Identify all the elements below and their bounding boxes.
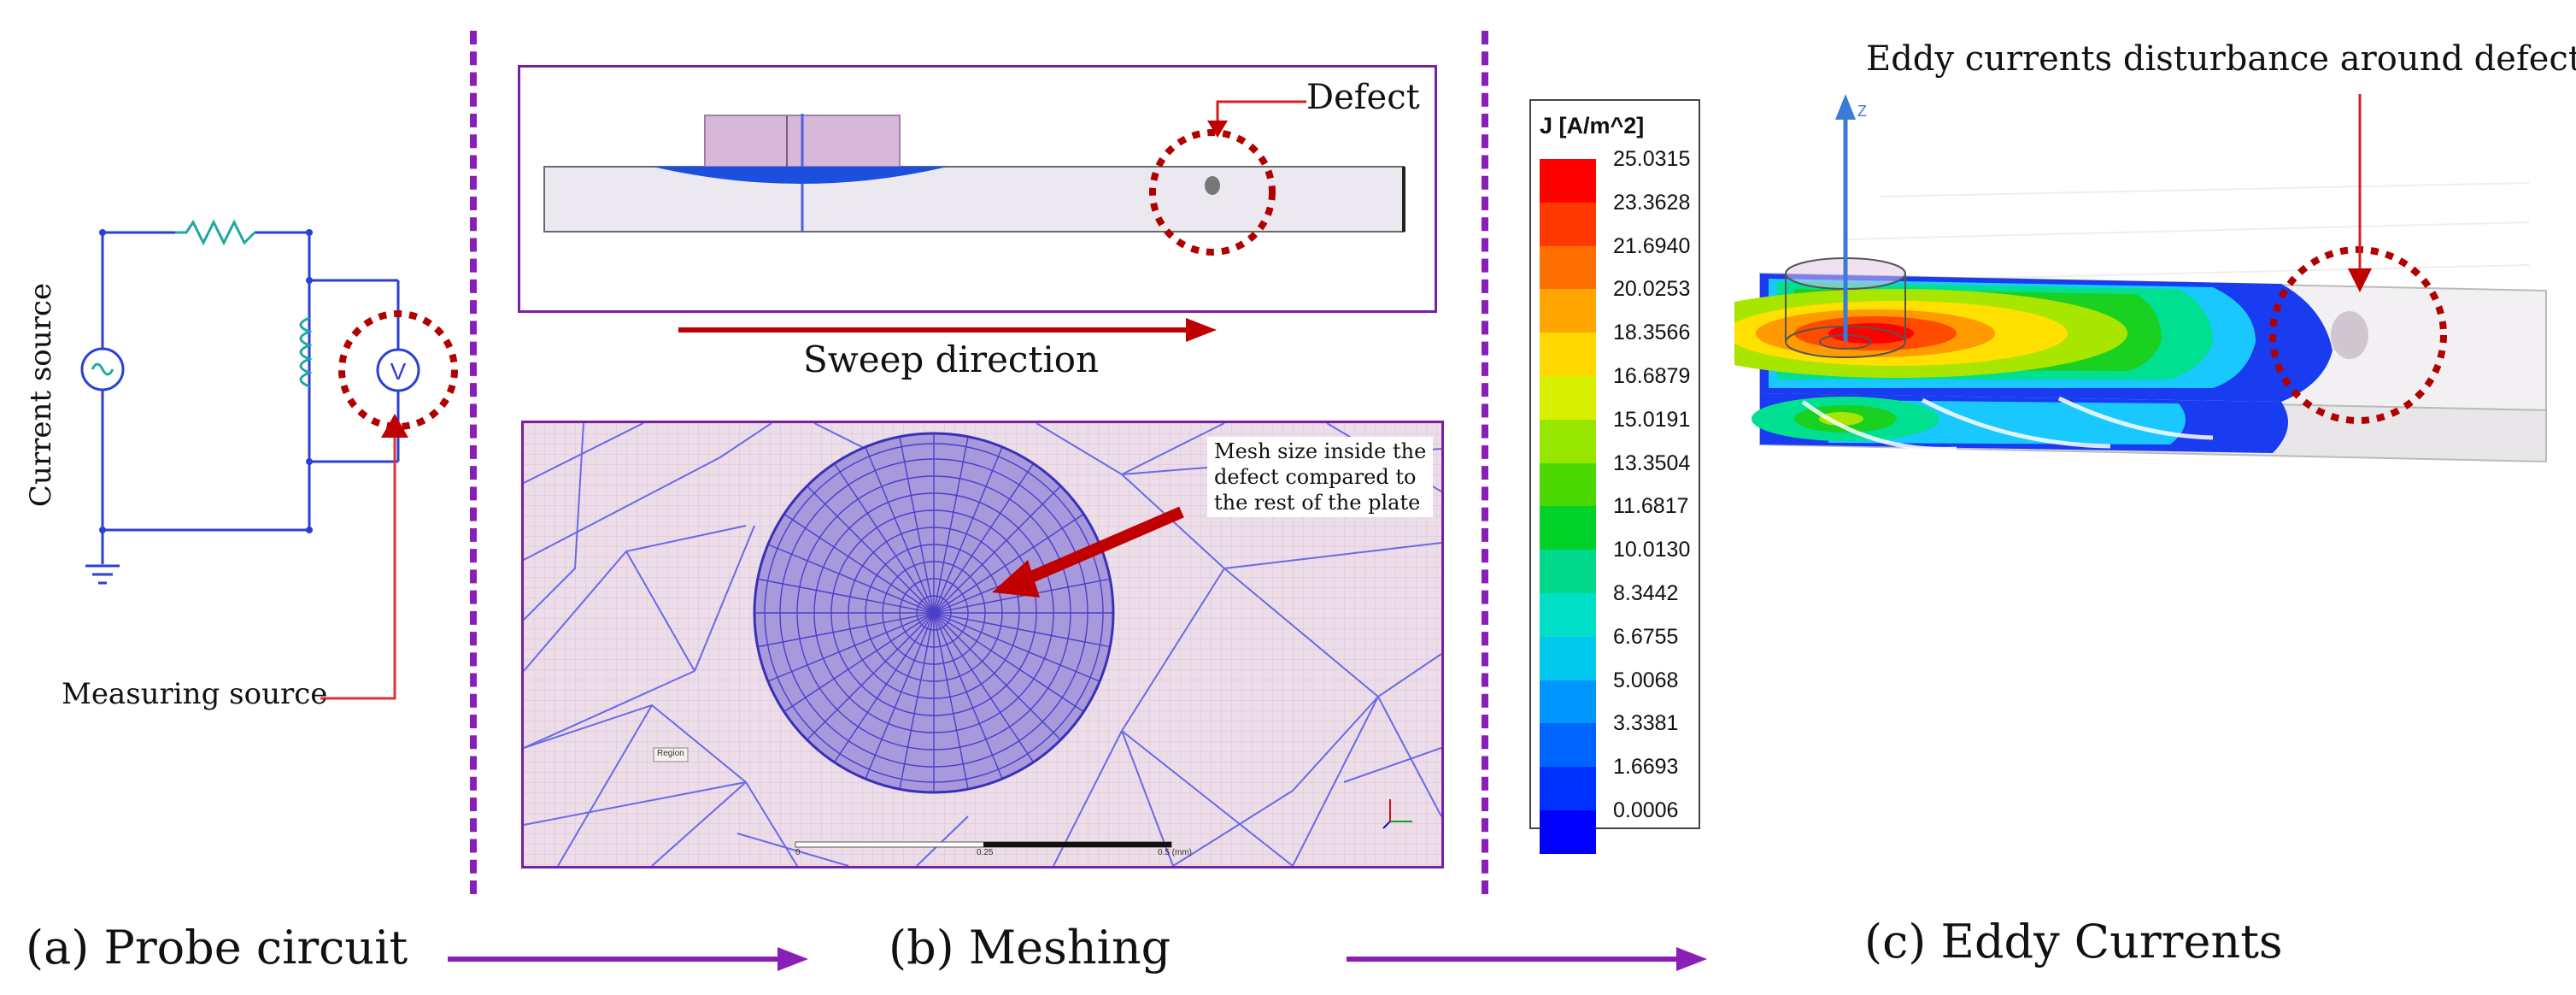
sweep-direction-label: Sweep direction — [803, 339, 1100, 380]
legend-swatch — [1540, 462, 1596, 507]
legend-value: 18.3566 — [1613, 321, 1691, 345]
legend-swatch — [1540, 376, 1596, 420]
scale-label-start: 0 — [795, 848, 801, 857]
flow-arrow-b-to-c — [1347, 947, 1707, 971]
sweep-view-frame: Defect — [518, 65, 1437, 313]
region-tag: Region — [657, 749, 684, 758]
z-axis-label: Z — [1857, 103, 1867, 120]
legend-swatch — [1540, 593, 1596, 637]
legend-value: 1.6693 — [1613, 755, 1679, 780]
eddy-current-contours — [1734, 274, 2332, 453]
inductor-icon — [299, 316, 314, 388]
separator-left — [470, 31, 477, 894]
legend-scale: 25.0315 23.3628 21.6940 20.0253 18.3566 16.68… — [1540, 147, 1693, 854]
mesh-view — [524, 423, 1441, 866]
legend-value: 25.0315 — [1613, 147, 1691, 171]
disturbance-highlight-circle — [2269, 246, 2447, 424]
current-density-legend: J [A/m^2] 25.0315 23.3628 21.6940 20.0253 18… — [1529, 99, 1700, 854]
legend-swatch — [1540, 723, 1596, 768]
sweep-arrow — [678, 318, 1217, 342]
legend-value: 13.3504 — [1613, 450, 1691, 475]
caption-c: (c) Eddy Currents — [1864, 915, 2283, 969]
legend-value: 15.0191 — [1613, 407, 1691, 432]
mesh-annotation-line-3: the rest of the plate — [1214, 491, 1421, 515]
legend-swatch — [1540, 333, 1596, 377]
mesh-annotation-line-2: defect compared to — [1214, 465, 1417, 489]
mesh-annotation: Mesh size inside the defect compared to … — [1207, 437, 1434, 517]
mesh-view-frame: Mesh size inside the defect compared to … — [521, 421, 1444, 868]
eddy-annotation-label: Eddy currents disturbance around defect — [1866, 39, 2576, 79]
legend-swatch — [1540, 202, 1596, 246]
scale-label-mid: 0.25 — [977, 848, 994, 857]
plate-side-view — [543, 100, 1405, 256]
caption-a: (a) Probe circuit — [26, 921, 408, 974]
legend-swatch — [1540, 506, 1596, 550]
legend-swatch — [1540, 636, 1596, 680]
legend-title: J [A/m^2] — [1540, 113, 1645, 138]
legend-value: 5.0068 — [1613, 668, 1679, 692]
legend-swatch — [1540, 810, 1596, 854]
legend-swatch — [1540, 550, 1596, 594]
legend-value: 23.3628 — [1613, 190, 1691, 215]
legend-swatch — [1540, 419, 1596, 463]
legend-value: 21.6940 — [1613, 233, 1691, 258]
legend-swatch — [1540, 680, 1596, 724]
eddy-current-visualization: Z — [1734, 94, 2547, 463]
legend-swatch — [1540, 245, 1596, 290]
voltmeter-highlight-circle — [338, 310, 458, 430]
current-source-icon — [80, 347, 125, 392]
scale-label-end: 0.5 (mm) — [1158, 848, 1192, 857]
measuring-source-label: Measuring source — [62, 677, 328, 711]
legend-value: 20.0253 — [1613, 277, 1691, 302]
probe-circuit-diagram: V — [80, 219, 458, 700]
defect-label: Defect — [1306, 78, 1420, 117]
mesh-annotation-line-1: Mesh size inside the — [1214, 439, 1427, 463]
legend-value: 11.6817 — [1613, 494, 1689, 519]
panel-a: V Current source Measuring source (a) Pr… — [0, 0, 461, 995]
legend-swatch — [1540, 767, 1596, 811]
legend-value: 0.0006 — [1613, 798, 1679, 822]
defect-highlight-circle — [1149, 129, 1276, 256]
current-source-label: Current source — [24, 282, 58, 508]
legend-swatch — [1540, 289, 1596, 333]
legend-value: 16.6879 — [1613, 364, 1691, 388]
resistor-icon — [175, 219, 256, 246]
legend-swatch — [1540, 159, 1596, 203]
separator-right — [1482, 31, 1488, 894]
voltmeter-icon: V — [376, 348, 420, 392]
legend-value: 3.3381 — [1613, 711, 1679, 736]
caption-b: (b) Meshing — [889, 921, 1171, 974]
voltmeter-symbol: V — [390, 358, 407, 385]
flow-arrow-a-to-b — [448, 947, 808, 971]
legend-value: 6.6755 — [1613, 624, 1679, 649]
ground-icon — [85, 564, 120, 585]
legend-value: 10.0130 — [1613, 538, 1691, 562]
legend-value: 8.3442 — [1613, 581, 1679, 605]
